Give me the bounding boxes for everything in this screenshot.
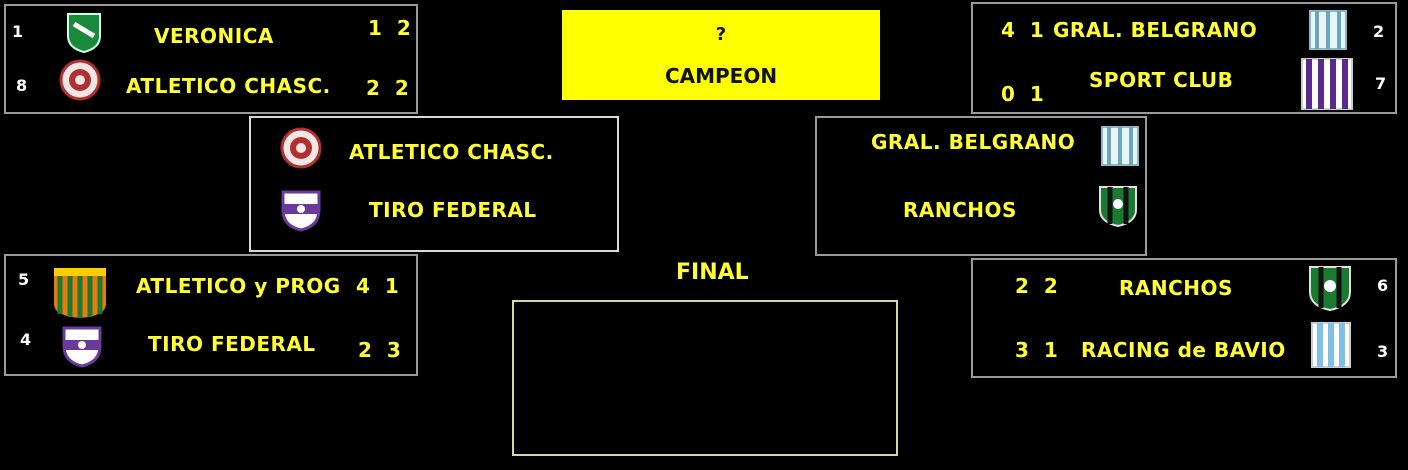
team-name: VERONICA (154, 24, 274, 48)
quarterfinal-top-left: 1 VERONICA 1 2 8 ATLETICO CHASC. 2 2 (4, 4, 418, 114)
atletico-progreso-crest-icon (54, 268, 106, 318)
team-score: 4 1 (1001, 18, 1048, 42)
tiro-federal-crest-icon (281, 190, 321, 232)
seed-number: 6 (1377, 276, 1389, 295)
veronica-crest-icon (67, 13, 101, 54)
team-score: 4 1 (356, 274, 403, 298)
team-score: 2 2 (366, 76, 413, 100)
quarterfinal-top-right: 4 1 GRAL. BELGRANO 2 0 1 SPORT CLUB 7 (971, 2, 1397, 114)
team-score: 3 1 (1015, 338, 1062, 362)
seed-number: 8 (16, 76, 28, 95)
seed-number: 2 (1373, 22, 1385, 41)
team-name: GRAL. BELGRANO (871, 130, 1076, 154)
team-name: RANCHOS (903, 198, 1017, 222)
seed-number: 5 (18, 270, 30, 289)
champion-label: CAMPEON (664, 64, 778, 88)
gral-belgrano-crest-icon (1309, 10, 1347, 50)
semifinal-left: ATLETICO CHASC. TIRO FEDERAL (249, 116, 619, 252)
team-name: RANCHOS (1119, 276, 1233, 300)
ranchos-crest-icon (1309, 266, 1351, 312)
team-name: GRAL. BELGRANO (1053, 18, 1258, 42)
gral-belgrano-crest-icon (1101, 126, 1139, 166)
seed-number: 7 (1375, 74, 1387, 93)
quarterfinal-bottom-left: 5 ATLETICO y PROG 4 1 4 TIRO FEDERAL 2 3 (4, 254, 418, 376)
team-name: TIRO FEDERAL (148, 332, 316, 356)
team-name: SPORT CLUB (1089, 68, 1234, 92)
final-box (512, 300, 898, 456)
team-name: RACING de BAVIO (1081, 338, 1286, 362)
team-name: ATLETICO CHASC. (126, 74, 331, 98)
quarterfinal-bottom-right: 2 2 RANCHOS 6 3 1 RACING de BAVIO 3 (971, 258, 1397, 378)
sport-club-crest-icon (1301, 58, 1353, 110)
atletico-chascomus-crest-icon (280, 127, 322, 169)
team-score: 2 3 (358, 338, 405, 362)
racing-de-bavio-crest-icon (1311, 322, 1351, 368)
team-score: 2 2 (1015, 274, 1062, 298)
seed-number: 3 (1377, 342, 1389, 361)
champion-name: ? (715, 24, 727, 45)
team-score: 1 2 (368, 16, 415, 40)
final-label: FINAL (676, 260, 749, 285)
semifinal-right: GRAL. BELGRANO RANCHOS (815, 116, 1147, 256)
team-score: 0 1 (1001, 82, 1048, 106)
tiro-federal-crest-icon (62, 326, 102, 368)
seed-number: 4 (20, 330, 32, 349)
seed-number: 1 (12, 22, 24, 41)
team-name: ATLETICO CHASC. (349, 140, 554, 164)
ranchos-crest-icon (1099, 186, 1137, 228)
atletico-chascomus-crest-icon (59, 59, 101, 101)
team-name: TIRO FEDERAL (369, 198, 537, 222)
team-name: ATLETICO y PROG (136, 274, 341, 298)
champion-box: ? CAMPEON (562, 10, 880, 100)
